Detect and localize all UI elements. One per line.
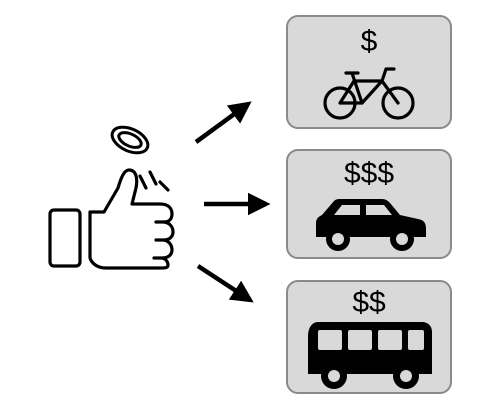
price-label: $$ bbox=[352, 286, 386, 319]
thumbs-up-flick-icon bbox=[48, 168, 175, 270]
car-icon bbox=[316, 199, 426, 251]
option-card-bicycle: $ bbox=[286, 15, 452, 129]
option-card-bus: $$ bbox=[286, 280, 452, 394]
option-card-car: $$$ bbox=[286, 149, 452, 259]
arrow-up-right-icon bbox=[194, 101, 252, 144]
bicycle-icon bbox=[323, 67, 415, 120]
price-label: $$$ bbox=[343, 157, 395, 190]
price-label: $ bbox=[360, 25, 378, 58]
bus-icon bbox=[308, 322, 432, 389]
arrows bbox=[194, 101, 271, 303]
arrow-down-right-icon bbox=[196, 264, 254, 303]
coin-icon bbox=[110, 125, 150, 155]
